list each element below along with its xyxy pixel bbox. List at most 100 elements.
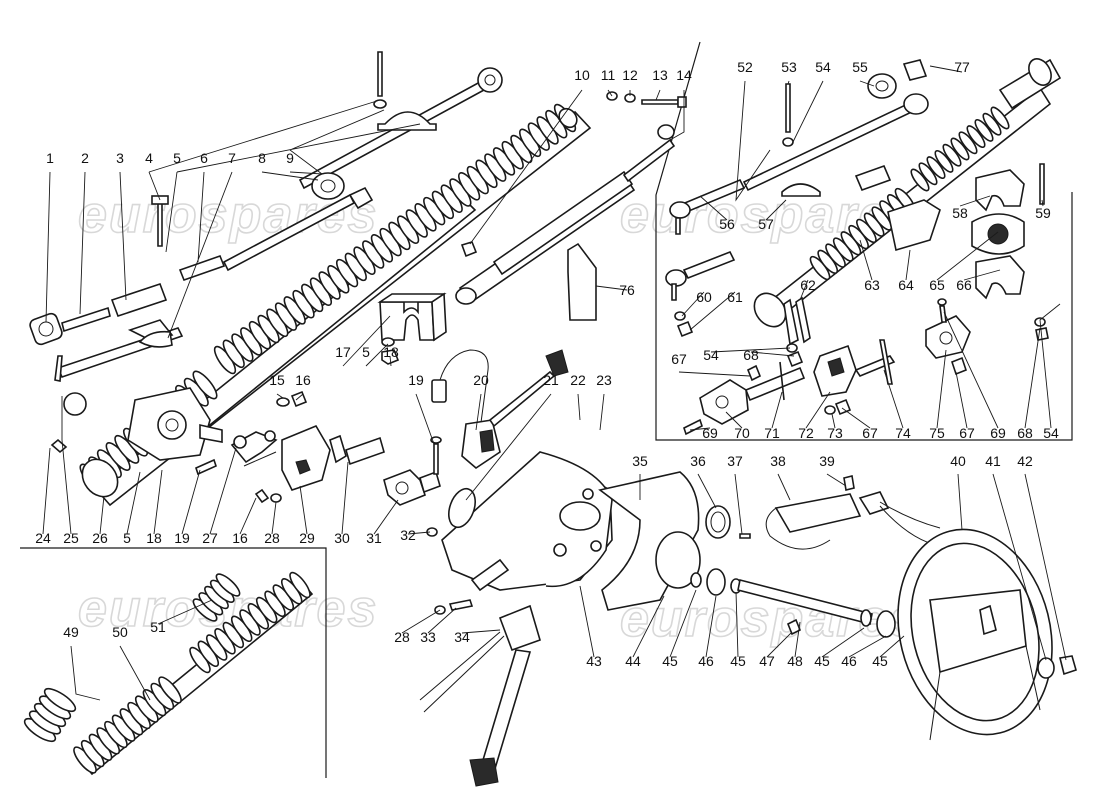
bellows-boot — [73, 676, 182, 774]
part-number-label: 46 — [698, 653, 714, 669]
part-number-label: 20 — [473, 372, 489, 388]
part-number-label: 57 — [758, 216, 774, 232]
part-number-label: 54 — [703, 347, 719, 363]
part-number-label: 7 — [228, 150, 236, 166]
part-number-label: 39 — [819, 453, 835, 469]
part-number-label: 22 — [570, 372, 586, 388]
part-number-label: 27 — [202, 530, 218, 546]
light-switch-lever — [419, 599, 541, 787]
column-housing — [426, 451, 751, 611]
part-number-label: 26 — [92, 530, 108, 546]
part-number-label: 73 — [827, 425, 843, 441]
variant-inset-frame — [20, 547, 327, 778]
part-number-label: 30 — [334, 530, 350, 546]
part-number-label: 4 — [145, 150, 153, 166]
ball-joint — [477, 67, 503, 93]
part-number-label: 34 — [454, 629, 470, 645]
column-switch-assembly — [431, 349, 569, 470]
part-number-label: 18 — [383, 344, 399, 360]
part-number-label: 75 — [929, 425, 945, 441]
part-number-label: 77 — [954, 59, 970, 75]
part-number-label: 17 — [335, 344, 351, 360]
part-number-label: 60 — [696, 289, 712, 305]
bellows-boot — [809, 187, 916, 281]
part-number-label: 36 — [690, 453, 706, 469]
part-number-label: 68 — [1017, 425, 1033, 441]
part-number-label: 28 — [264, 530, 280, 546]
part-number-label: 45 — [662, 653, 678, 669]
part-number-label: 10 — [574, 67, 590, 83]
part-number-label: 43 — [586, 653, 602, 669]
part-number-label: 32 — [400, 527, 416, 543]
part-number-label: 8 — [258, 150, 266, 166]
part-number-label: 31 — [366, 530, 382, 546]
part-number-label: 11 — [601, 67, 616, 83]
part-number-label: 16 — [295, 372, 311, 388]
inset-rack-boots — [23, 571, 314, 776]
leader-lines — [42, 65, 1067, 701]
part-number-label: 21 — [543, 372, 559, 388]
steering-damper — [455, 91, 687, 305]
part-number-label: 56 — [719, 216, 735, 232]
part-number-label: 45 — [814, 653, 830, 669]
part-number-label: 74 — [895, 425, 911, 441]
part-number-label: 76 — [619, 282, 635, 298]
part-number-label: 72 — [798, 425, 814, 441]
steering-shaft — [690, 568, 910, 638]
part-number-label: 19 — [174, 530, 190, 546]
mounting-clamp — [276, 292, 447, 408]
part-number-label: 28 — [394, 629, 410, 645]
part-number-label: 52 — [737, 59, 753, 75]
part-number-label: 61 — [727, 289, 743, 305]
shroud-cover — [598, 471, 700, 611]
part-number-label: 54 — [815, 59, 831, 75]
part-number-label: 54 — [1043, 425, 1059, 441]
part-number-label: 5 — [362, 344, 370, 360]
part-number-label: 51 — [150, 619, 166, 635]
part-number-label: 62 — [800, 277, 816, 293]
part-number-label: 46 — [841, 653, 857, 669]
part-number-label: 49 — [63, 624, 79, 640]
part-number-label: 37 — [727, 453, 743, 469]
part-number-label: 12 — [622, 67, 638, 83]
ignition-lock — [765, 475, 941, 550]
part-number-label: 5 — [123, 530, 131, 546]
rack-mount-brackets — [783, 163, 1049, 346]
part-number-label: 65 — [929, 277, 945, 293]
part-number-label: 55 — [852, 59, 868, 75]
part-number-label: 9 — [286, 150, 294, 166]
part-number-label: 5 — [173, 150, 181, 166]
part-number-label: 67 — [959, 425, 975, 441]
part-number-label: 24 — [35, 530, 51, 546]
part-number-label: 70 — [734, 425, 750, 441]
bellows-boot — [23, 573, 241, 743]
part-number-label: 33 — [420, 629, 436, 645]
bellows-boot — [910, 106, 1010, 192]
part-number-label: 29 — [299, 530, 315, 546]
part-number-label: 64 — [898, 277, 914, 293]
part-number-label: 66 — [956, 277, 972, 293]
part-number-label: 45 — [872, 653, 888, 669]
part-number-label: 59 — [1035, 205, 1051, 221]
steering-wheel — [897, 528, 1077, 741]
part-number-label: 50 — [112, 624, 128, 640]
part-number-label: 18 — [146, 530, 162, 546]
part-number-label: 15 — [269, 372, 285, 388]
part-number-label: 25 — [63, 530, 79, 546]
part-number-label: 48 — [787, 653, 803, 669]
part-number-label: 35 — [632, 453, 648, 469]
rhd-coupling — [683, 298, 971, 436]
part-number-label: 16 — [232, 530, 248, 546]
part-number-label: 38 — [770, 453, 786, 469]
part-number-label: 58 — [952, 205, 968, 221]
part-number-label: 45 — [730, 653, 746, 669]
part-number-label: 6 — [200, 150, 208, 166]
part-number-label: 3 — [116, 150, 124, 166]
tie-rod-end-components — [29, 51, 437, 382]
part-number-label: 13 — [652, 67, 668, 83]
part-number-label: 44 — [625, 653, 641, 669]
part-number-label: 71 — [764, 425, 780, 441]
